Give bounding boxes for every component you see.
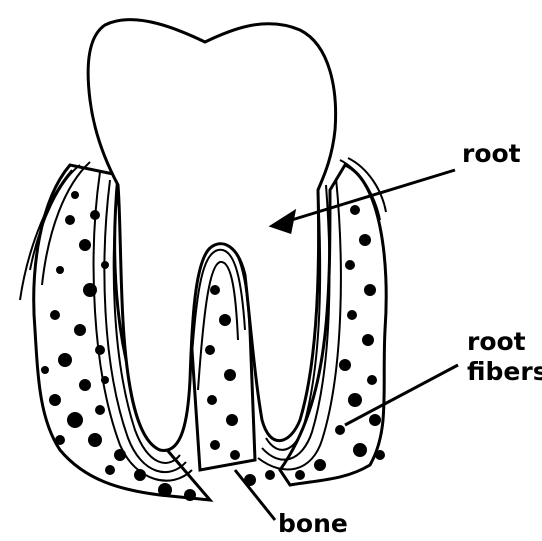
label-root-fibers-line2: fibers	[467, 357, 542, 386]
label-root: root	[462, 139, 521, 168]
label-bone: bone	[278, 509, 348, 538]
label-root-fibers-line1: root	[467, 327, 526, 356]
